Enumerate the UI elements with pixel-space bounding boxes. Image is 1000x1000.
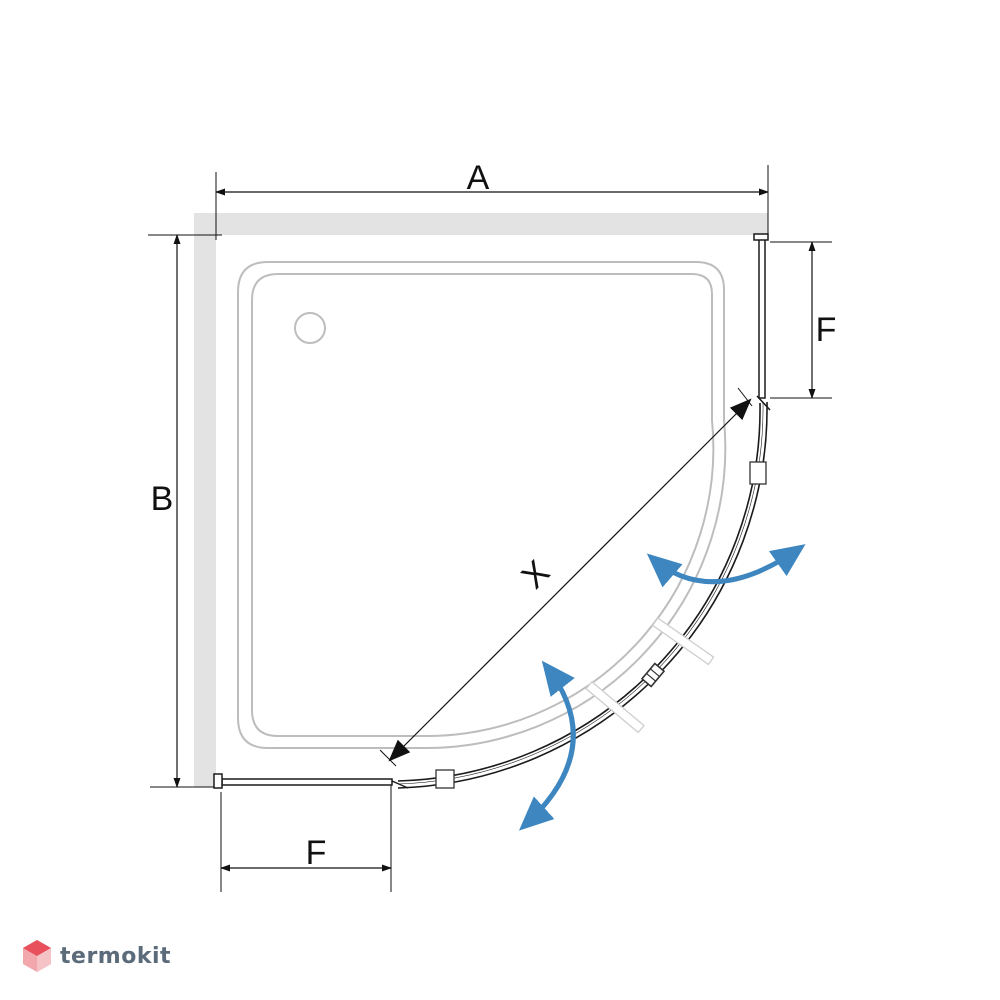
drain-icon: [294, 312, 326, 344]
dimension-f-bottom: F: [220, 782, 392, 892]
wall-profile-left: [213, 773, 223, 789]
door-rollers: [435, 461, 767, 789]
walls: [194, 213, 768, 787]
brand-logo: termokit: [22, 936, 171, 976]
fixed-panel-bottom: [221, 778, 393, 786]
opening-arrow-lower: [518, 660, 576, 831]
dimension-f-bottom-label: F: [306, 834, 327, 872]
roller-top: [749, 461, 767, 485]
curved-door-outer: [397, 401, 768, 789]
dimension-b: B: [148, 234, 222, 788]
top-wall: [194, 213, 768, 235]
dimension-x-label: X: [514, 553, 557, 596]
dimension-x-line: [388, 398, 752, 762]
wall-profile-top: [753, 233, 769, 241]
door-opening-arrows: [518, 544, 806, 831]
opening-arrow-upper: [646, 544, 806, 588]
brand-name: termokit: [60, 943, 172, 969]
dimension-f-right: F: [770, 241, 837, 399]
door-handles: [585, 617, 715, 734]
handle-lower: [585, 680, 645, 734]
roller-bottom: [435, 769, 455, 789]
dimension-a: A: [215, 159, 769, 240]
dimension-f-right-label: F: [816, 311, 837, 349]
left-wall: [194, 213, 216, 787]
hexagon-logo-icon: [23, 940, 51, 972]
fixed-panel-right: [758, 237, 766, 399]
handle-upper: [651, 617, 715, 666]
curved-door-inner: [397, 402, 761, 782]
dimension-b-label: B: [151, 480, 174, 518]
fixed-panels: [213, 233, 769, 789]
handle-center-clip: [640, 662, 666, 688]
dimension-a-label: A: [467, 159, 490, 197]
